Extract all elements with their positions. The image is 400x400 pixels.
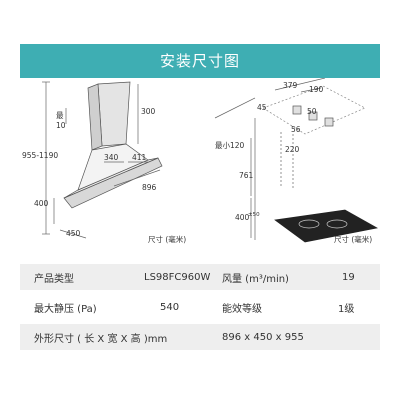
spec-label: 风量 (m³/min) [222,273,289,285]
spec-value: 1级 [338,303,355,315]
spec-value: LS98FC960W [144,271,211,283]
spec-label: 产品类型 [34,273,74,285]
dim-450: 450 [66,229,81,238]
spec-table: 产品类型 LS98FC960W 风量 (m³/min) 19 最大静压 (Pa)… [20,264,380,354]
dim-220: 220 [285,145,300,154]
dim-896: 896 [142,183,157,192]
dim-400: 400 [235,213,250,222]
dim-379: 379 [283,81,298,90]
spec-value: 896 x 450 x 955 [222,331,304,343]
spec-label: 最大静压 (Pa) [34,303,97,315]
spec-value: 19 [342,271,355,283]
dim-10: 10 [56,121,66,130]
front-view-diagram: 955-1190 300 最 10 340 411 896 400 450 [22,81,163,239]
side-unit-label: 尺寸 (毫米) [334,235,373,244]
dim-340: 340 [104,153,119,162]
dim-400: 400 [34,199,49,208]
dim-45: 45 [257,103,267,112]
spec-row-3: 外形尺寸 ( 长 X 宽 X 高 )mm 896 x 450 x 955 [20,324,380,350]
spec-row-2: 最大静压 (Pa) 540 能效等级 1级 [20,294,380,320]
spec-label: 外形尺寸 ( 长 X 宽 X 高 )mm [34,333,168,345]
dim-955-1190: 955-1190 [22,151,58,160]
dim-zui: 最 [56,111,64,120]
dim-450-tolerance: ±50 [248,212,260,218]
dim-min120: 最小120 [215,141,245,150]
side-view-diagram: 379 190 45 50 56 220 最小120 761 400 ±50 [214,78,379,243]
dim-411: 411 [132,153,147,162]
front-unit-label: 尺寸 (毫米) [148,235,187,244]
spec-value: 540 [160,301,180,313]
dim-761: 761 [239,171,254,180]
spec-label: 能效等级 [222,303,262,315]
section-header: 安装尺寸图 [20,44,380,78]
spec-row-1: 产品类型 LS98FC960W 风量 (m³/min) 19 [20,264,380,290]
dim-50: 50 [307,107,317,116]
dim-190: 190 [309,85,324,94]
dim-300: 300 [141,107,156,116]
installation-diagrams: 955-1190 300 最 10 340 411 896 400 450 尺寸… [20,78,380,250]
section-title: 安装尺寸图 [159,52,240,70]
dim-56: 56 [291,125,301,134]
